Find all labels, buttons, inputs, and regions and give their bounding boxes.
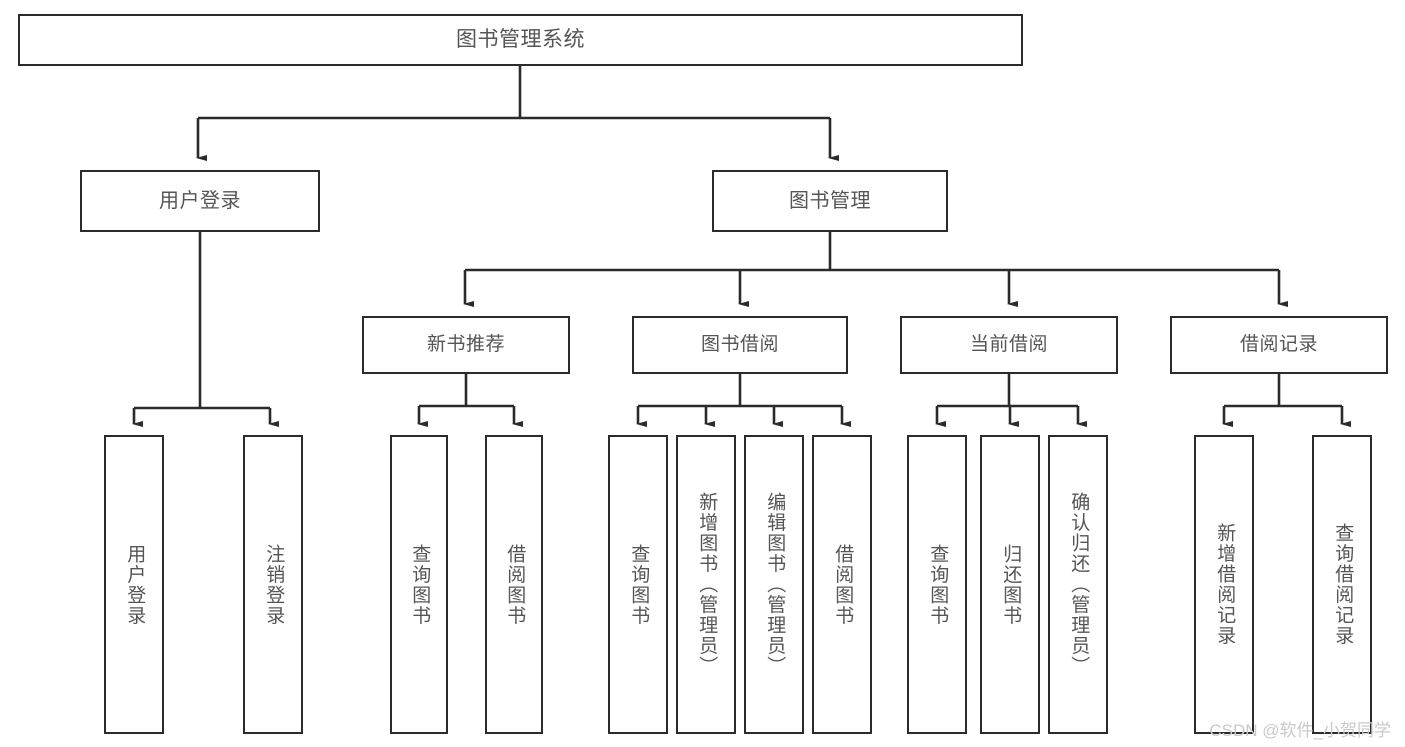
node-leaf-query-book-1[interactable]: 查询图书 xyxy=(390,435,448,734)
node-book-manage-label: 图书管理 xyxy=(789,190,871,212)
node-leaf-user-login[interactable]: 用户登录 xyxy=(104,435,164,734)
node-leaf-query-book-1-label: 查询图书 xyxy=(409,543,431,626)
node-root[interactable]: 图书管理系统 xyxy=(18,14,1023,66)
node-user-login[interactable]: 用户登录 xyxy=(80,170,320,232)
node-leaf-query-book-2[interactable]: 查询图书 xyxy=(608,435,668,734)
node-leaf-query-book-3[interactable]: 查询图书 xyxy=(907,435,967,734)
node-leaf-query-record-label: 查询借阅记录 xyxy=(1332,523,1354,646)
node-leaf-return-book[interactable]: 归还图书 xyxy=(980,435,1040,734)
node-book-manage[interactable]: 图书管理 xyxy=(712,170,948,232)
node-leaf-add-record[interactable]: 新增借阅记录 xyxy=(1194,435,1254,734)
node-leaf-query-book-3-label: 查询图书 xyxy=(927,543,949,626)
node-leaf-borrow-book-2-label: 借阅图书 xyxy=(832,543,854,626)
node-borrow-record-label: 借阅记录 xyxy=(1239,333,1318,355)
watermark: CSDN @软件_小贺同学 xyxy=(1209,721,1391,740)
node-leaf-borrow-book-2[interactable]: 借阅图书 xyxy=(812,435,872,734)
node-leaf-borrow-book-1-label: 借阅图书 xyxy=(504,543,526,626)
node-leaf-edit-book[interactable]: 编辑图书（管理员） xyxy=(744,435,804,734)
node-leaf-user-login-label: 用户登录 xyxy=(124,543,146,626)
node-leaf-add-book[interactable]: 新增图书（管理员） xyxy=(676,435,736,734)
node-current-borrow[interactable]: 当前借阅 xyxy=(900,316,1118,374)
node-leaf-user-logout-label: 注销登录 xyxy=(263,543,285,626)
node-leaf-confirm-return-label: 确认归还（管理员） xyxy=(1068,492,1090,677)
node-user-login-label: 用户登录 xyxy=(159,190,241,212)
node-leaf-return-book-label: 归还图书 xyxy=(1000,543,1022,626)
node-leaf-query-record[interactable]: 查询借阅记录 xyxy=(1312,435,1372,734)
node-leaf-user-logout[interactable]: 注销登录 xyxy=(243,435,303,734)
node-borrow-record[interactable]: 借阅记录 xyxy=(1170,316,1388,374)
node-leaf-borrow-book-1[interactable]: 借阅图书 xyxy=(485,435,543,734)
node-leaf-confirm-return[interactable]: 确认归还（管理员） xyxy=(1048,435,1108,734)
node-book-borrow-label: 图书借阅 xyxy=(700,333,779,355)
node-leaf-edit-book-label: 编辑图书（管理员） xyxy=(764,492,786,677)
node-leaf-add-book-label: 新增图书（管理员） xyxy=(696,492,718,677)
node-leaf-add-record-label: 新增借阅记录 xyxy=(1214,523,1236,646)
node-root-label: 图书管理系统 xyxy=(456,28,585,52)
node-book-borrow[interactable]: 图书借阅 xyxy=(632,316,848,374)
node-current-borrow-label: 当前借阅 xyxy=(969,333,1048,355)
node-leaf-query-book-2-label: 查询图书 xyxy=(628,543,650,626)
node-new-book-recommend[interactable]: 新书推荐 xyxy=(362,316,570,374)
node-new-book-recommend-label: 新书推荐 xyxy=(426,333,505,355)
